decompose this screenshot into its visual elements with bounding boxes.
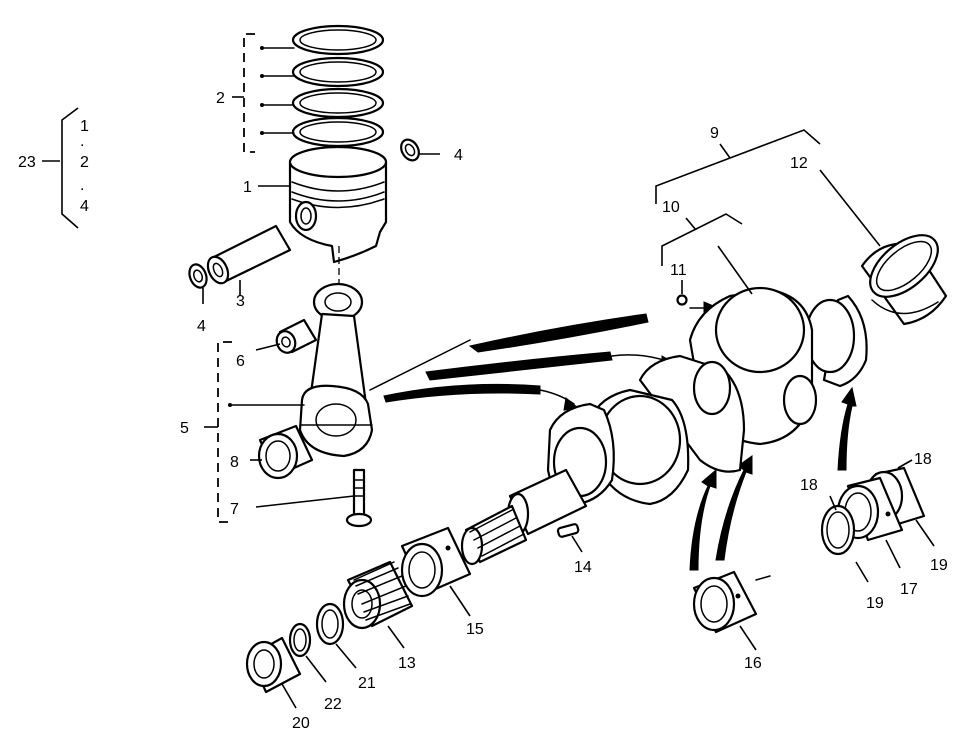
assembly-arrows (369, 301, 857, 571)
connecting-rod-bearing (257, 424, 314, 480)
main-bearing-front (400, 526, 472, 598)
crankshaft-gear (342, 560, 414, 630)
kit-23-legend: 23 1 . 2 . 4 (18, 107, 89, 229)
callout-19-left: 19 (866, 595, 884, 612)
piston-pin-circlip-left (188, 263, 208, 289)
kit-23-item-2: 2 (80, 154, 89, 171)
piston-ring-2 (291, 56, 385, 88)
callout-19-right: 19 (930, 557, 948, 574)
callout-2: 2 (216, 90, 225, 107)
callout-1: 1 (243, 179, 252, 196)
main-bearing-rear-assembly (820, 466, 926, 556)
kit-23-item-4: 4 (80, 198, 89, 215)
piston-ring-1 (291, 24, 385, 56)
callout-9: 9 (710, 125, 719, 142)
spacer-20 (245, 636, 302, 694)
callout-14: 14 (574, 559, 592, 576)
callout-7: 7 (230, 501, 239, 518)
piston (288, 145, 388, 264)
callout-3: 3 (236, 293, 245, 310)
callout-4-right: 4 (454, 147, 463, 164)
small-end-bushing (275, 318, 318, 354)
kit-23-item-1: 1 (80, 118, 89, 135)
callout-6: 6 (236, 353, 245, 370)
piston-ring-set (291, 24, 385, 148)
crankshaft-key (556, 523, 580, 538)
thrust-washer-21 (315, 602, 345, 646)
callout-4-left: 4 (197, 318, 206, 335)
callout-10: 10 (662, 199, 680, 216)
callout-17: 17 (900, 581, 918, 598)
callout-20: 20 (292, 715, 310, 732)
callout-13: 13 (398, 655, 416, 672)
callout-18-right: 18 (914, 451, 932, 468)
retaining-ring-22 (288, 622, 312, 658)
callout-5: 5 (180, 420, 189, 437)
connecting-rod-bolt (345, 468, 373, 528)
crankshaft (460, 286, 868, 566)
callout-8: 8 (230, 454, 239, 471)
main-bearing-center (692, 570, 771, 634)
callout-18-left: 18 (800, 477, 818, 494)
callout-15: 15 (466, 621, 484, 638)
callout-11: 11 (670, 262, 687, 279)
kit-23-sep-2: . (80, 177, 84, 194)
callout-16: 16 (744, 655, 762, 672)
main-bearing-outer (860, 234, 948, 326)
oil-plug (676, 294, 688, 306)
connecting-rod (298, 282, 374, 458)
kit-23-sep-1: . (80, 133, 84, 150)
callout-12: 12 (790, 155, 808, 172)
callout-21: 21 (358, 675, 376, 692)
piston-pin (206, 224, 292, 285)
callout-22: 22 (324, 696, 342, 713)
callout-23: 23 (18, 154, 36, 171)
piston-pin-circlip-right (400, 138, 420, 162)
